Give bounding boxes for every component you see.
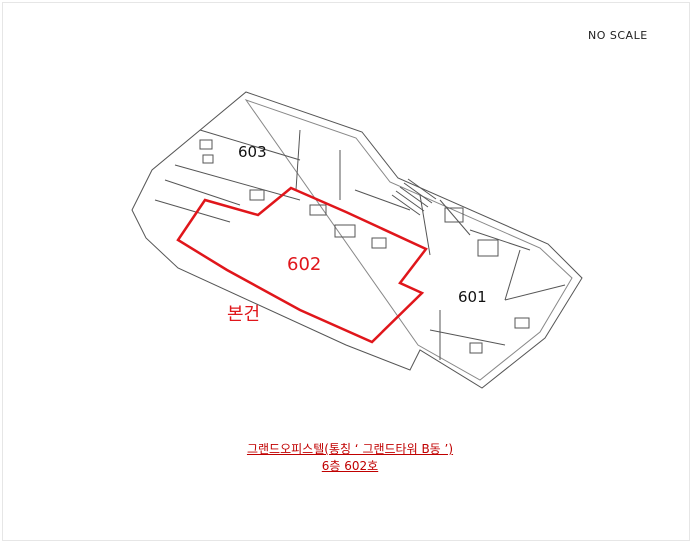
caption-building-name: 그랜드오피스텔(통칭 ‘ 그랜드타워 B동 ’) <box>246 442 454 456</box>
scale-note: NO SCALE <box>588 29 648 42</box>
subject-label: 본건 <box>227 304 260 325</box>
caption-unit: 6층 602호 <box>321 459 379 473</box>
building-outline <box>131 91 583 389</box>
unit-601-label: 601 <box>458 288 487 306</box>
subject-unit-outline <box>176 186 428 344</box>
unit-602-label: 602 <box>287 254 321 275</box>
unit-603-label: 603 <box>238 143 267 161</box>
